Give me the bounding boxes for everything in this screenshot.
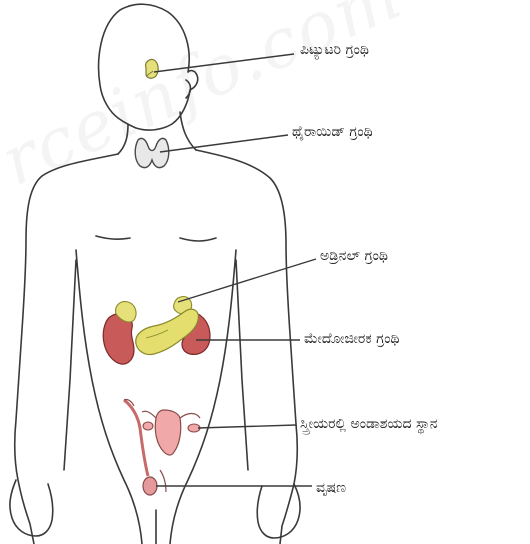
right-hand xyxy=(257,484,300,538)
uterus-and-ovaries xyxy=(142,410,200,455)
ovary-label: ಸ್ತ್ರೀಯರಲ್ಲಿ ಅಂಡಾಶಯದ ಸ್ಥಾನ xyxy=(300,416,438,432)
thyroid-leader xyxy=(160,135,288,152)
torso-left xyxy=(76,250,142,544)
left-arm-inner xyxy=(64,260,76,470)
adrenal-label: ಅಡ್ರಿನಲ್ ಗ್ರಂಥಿ xyxy=(320,248,388,264)
adrenal-leader xyxy=(178,259,316,302)
left-arm-outer xyxy=(15,154,118,544)
thyroid-label: ಥೈರಾಯಿಡ್ ಗ್ರಂಥಿ xyxy=(292,124,373,140)
neck-right xyxy=(180,112,196,150)
ear-outline xyxy=(186,80,191,98)
chest-line-right xyxy=(180,238,216,241)
neck-left xyxy=(118,124,128,154)
pituitary-label: ಪಿಟ್ಯುಟರಿ ಗ್ರಂಥಿ xyxy=(300,42,369,58)
testis-label: ವೃಷಣ xyxy=(316,480,346,496)
chest-line-left xyxy=(96,236,130,239)
thyroid-gland xyxy=(135,138,169,167)
right-arm-outer xyxy=(196,150,297,544)
right-arm-inner xyxy=(236,260,248,470)
pituitary-leader xyxy=(154,54,294,72)
pancreas-label: ಮೇದೋಜೀರಕ ಗ್ರಂಥಿ xyxy=(304,331,399,347)
ovary-leader xyxy=(198,425,296,428)
body-outline xyxy=(10,4,300,544)
pituitary-gland xyxy=(146,59,159,78)
